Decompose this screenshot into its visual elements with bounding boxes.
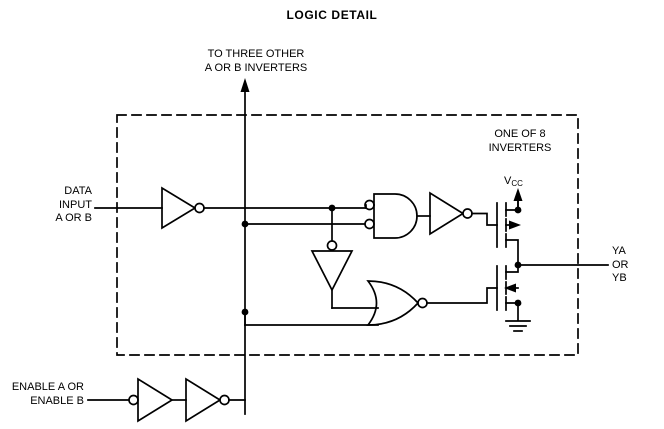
wire-nmos-gate-drive xyxy=(426,287,498,304)
enable-inverter-1-bubble-icon xyxy=(128,394,139,406)
up-arrow-head-icon xyxy=(240,78,250,92)
vcc-text: V xyxy=(504,175,512,187)
enable-inverter-2-bubble-icon xyxy=(219,394,230,406)
pmos-bulk-arrow-icon xyxy=(509,220,521,230)
feedback-inverter-body xyxy=(310,250,354,292)
negative-and-gate-body xyxy=(373,193,418,239)
label-to-three-other-inverters: TO THREE OTHER A OR B INVERTERS xyxy=(204,48,308,74)
label-enable: ENABLE A OR ENABLE B xyxy=(11,381,84,407)
label-data-input: DATA INPUT A OR B xyxy=(55,185,92,224)
wire-pmos-gate-drive xyxy=(471,212,498,226)
label-one-of-8-inverters: ONE OF 8 INVERTERS xyxy=(488,128,552,154)
and-output-inverter-bubble-icon xyxy=(462,208,473,219)
and-gate-input-bubble-bottom-icon xyxy=(364,218,375,230)
one-of-8-inverters-boundary xyxy=(116,114,579,356)
label-output-ya-yb: YA OR YB xyxy=(612,245,629,284)
and-output-inverter-body xyxy=(429,191,465,236)
label-vcc: VCC xyxy=(504,175,564,191)
junction-ground-source xyxy=(514,299,522,307)
wire-pmos-drain-to-output xyxy=(505,239,519,266)
data-input-inverter-bubble-icon xyxy=(194,202,205,214)
vcc-arrow-head-icon xyxy=(513,188,523,201)
junction-output xyxy=(514,261,522,269)
junction-enable-data-tap xyxy=(241,220,249,228)
vcc-subscript: CC xyxy=(511,179,523,188)
page-title: LOGIC DETAIL xyxy=(286,8,378,22)
nor-gate-output-bubble-icon xyxy=(417,297,428,309)
data-input-inverter-body xyxy=(161,186,197,230)
junction-vcc-source xyxy=(514,206,522,214)
nor-gate-body xyxy=(366,280,420,326)
enable-inverter-1-body xyxy=(137,377,174,423)
feedback-inverter-bubble-icon xyxy=(326,240,338,251)
enable-inverter-2-body xyxy=(185,377,222,423)
nmos-bulk-arrow-icon xyxy=(504,283,516,293)
